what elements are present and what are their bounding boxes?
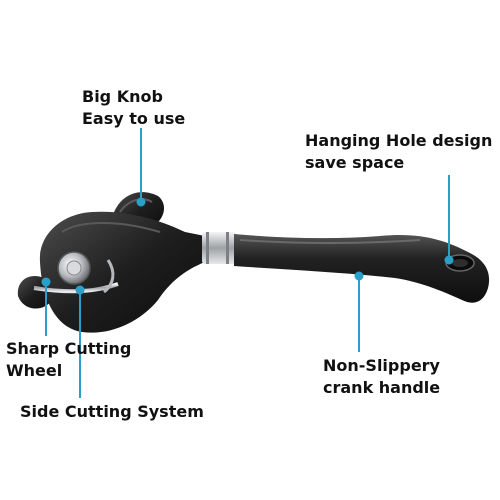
callout-dot-knob xyxy=(136,197,146,207)
opener-head xyxy=(39,211,206,333)
callout-dot-side xyxy=(75,285,85,295)
callout-hanging-hole: Hanging Hole design save space xyxy=(305,130,492,174)
callout-cutting-wheel-line2: Wheel xyxy=(6,361,63,380)
callout-big-knob: Big Knob Easy to use xyxy=(82,86,185,130)
callout-side-cutting: Side Cutting System xyxy=(20,401,204,423)
callout-big-knob-line1: Big Knob xyxy=(82,87,163,106)
callout-crank-handle-line2: crank handle xyxy=(323,378,441,397)
callout-cutting-wheel: Sharp Cutting Wheel xyxy=(6,338,131,382)
callout-big-knob-line2: Easy to use xyxy=(82,109,186,128)
metal-collar xyxy=(202,232,236,264)
callout-lines xyxy=(41,128,454,398)
callout-cutting-wheel-line1: Sharp Cutting xyxy=(6,339,132,358)
callout-crank-handle-line1: Non-Slippery xyxy=(323,356,440,375)
callout-dot-wheel xyxy=(41,277,51,287)
callout-hanging-hole-line1: Hanging Hole design xyxy=(305,131,493,150)
callout-crank-handle: Non-Slippery crank handle xyxy=(323,355,440,399)
callout-dot-handle xyxy=(354,271,364,281)
cutting-wheel xyxy=(33,251,119,294)
crank-handle xyxy=(234,234,490,303)
callout-hanging-hole-line2: save space xyxy=(305,153,405,172)
callout-dot-hang xyxy=(444,255,454,265)
callout-side-cutting-line1: Side Cutting System xyxy=(20,402,204,421)
